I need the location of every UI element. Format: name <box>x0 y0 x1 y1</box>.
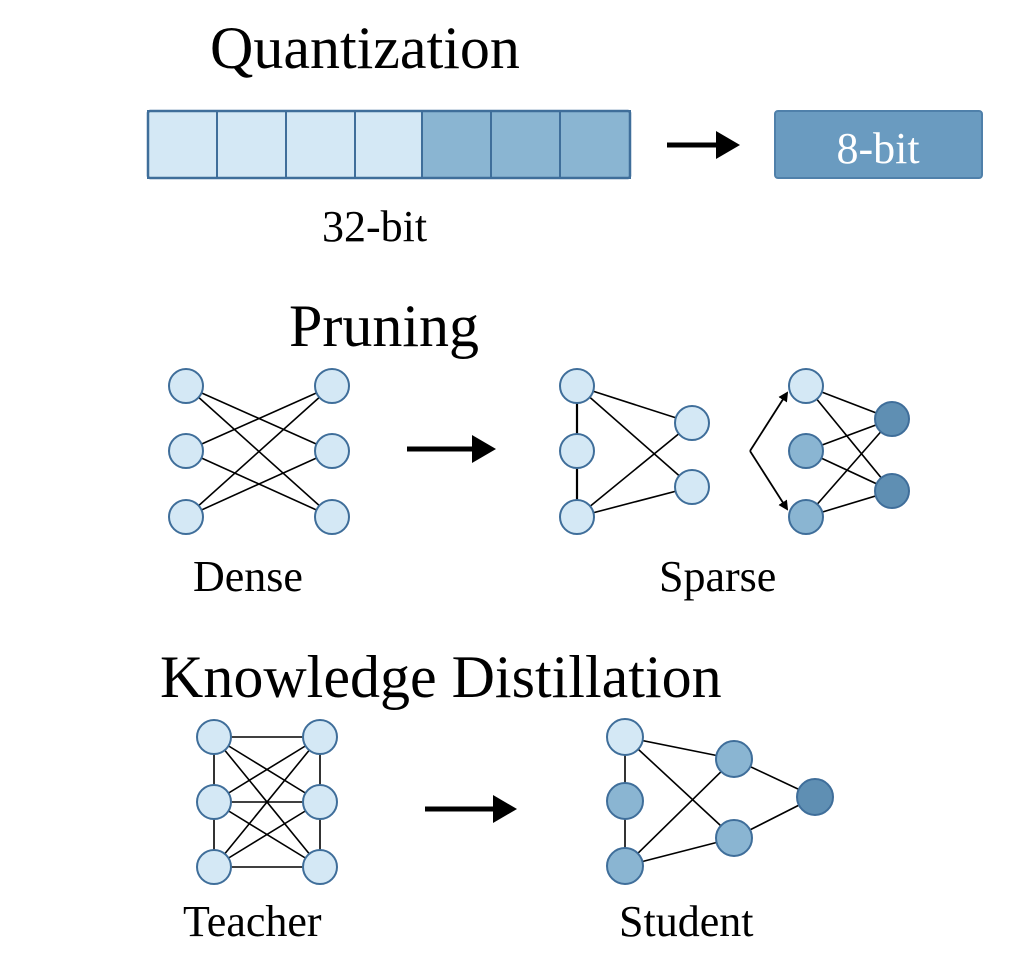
teacher-right-node-1 <box>302 719 338 755</box>
dense-edge-5 <box>185 385 333 518</box>
teacher-label: Teacher <box>183 897 322 946</box>
sparse1-input-node-2 <box>559 433 595 469</box>
student-label: Student <box>619 897 754 946</box>
sparse1-edge-4 <box>576 486 693 518</box>
8-bit-label: 8-bit <box>836 124 919 173</box>
arrows <box>407 131 740 823</box>
student-hidden-node-2 <box>715 819 753 857</box>
student-edge-2 <box>624 736 735 839</box>
teacher-edge-7 <box>213 736 321 868</box>
bit-cell-5 <box>421 110 492 179</box>
bit-cell-4 <box>354 110 425 179</box>
8-bit-box-rect <box>774 110 983 179</box>
teacher-left-node-2 <box>196 784 232 820</box>
sparse2-output-node-2 <box>874 473 910 509</box>
sparse1-edge-2 <box>576 385 693 488</box>
teacher-left-node-1 <box>196 719 232 755</box>
distillation-arrow-head <box>493 795 517 823</box>
dense-input-node-2 <box>168 433 204 469</box>
network-edges <box>185 385 893 868</box>
bit-cell-7 <box>559 110 631 179</box>
sparse1-output-node-2 <box>674 469 710 505</box>
dense-edge-3 <box>185 385 333 452</box>
register-outline <box>146 109 632 180</box>
sparse1-input-node-3 <box>559 499 595 535</box>
student-input-node-2 <box>606 782 644 820</box>
student-output-node <box>796 778 834 816</box>
network-nodes <box>168 368 910 885</box>
dense-label: Dense <box>193 552 303 601</box>
sparse1-edge-1 <box>576 385 693 424</box>
teacher-left-node-3 <box>196 849 232 885</box>
8-bit-box: 8-bit <box>774 110 983 179</box>
branch-arrow-down <box>749 450 789 511</box>
student-hidden-node-1 <box>715 740 753 778</box>
sparse-label: Sparse <box>659 552 777 601</box>
branch-arrow-up <box>749 391 789 452</box>
sparse2-output-node-1 <box>874 401 910 437</box>
sparse2-edge-5 <box>805 418 893 518</box>
distillation-title: Knowledge Distillation <box>160 644 722 710</box>
bit-cell-3 <box>285 110 356 179</box>
quantization-title: Quantization <box>210 15 520 81</box>
sparse2-input-node-3 <box>788 499 824 535</box>
teacher-right-node-2 <box>302 784 338 820</box>
bit-cell-6 <box>490 110 561 179</box>
bit-cell-2 <box>216 110 287 179</box>
teacher-edge-8 <box>213 801 321 868</box>
sparse2-input-node-1 <box>788 368 824 404</box>
sparse2-edge-2 <box>805 385 893 492</box>
sparse1-edge-3 <box>576 422 693 518</box>
dense-edge-6 <box>185 450 333 518</box>
sparse2-input-node-2 <box>788 433 824 469</box>
student-input-node-1 <box>606 718 644 756</box>
dense-output-node-1 <box>314 368 350 404</box>
student-edge-3 <box>624 758 735 867</box>
pruning-arrow-head <box>472 435 496 463</box>
sparse1-input-node-1 <box>559 368 595 404</box>
teacher-right-node-3 <box>302 849 338 885</box>
student-input-node-3 <box>606 847 644 885</box>
dense-input-node-1 <box>168 368 204 404</box>
quantization-arrow-head <box>716 131 740 159</box>
pruning-title: Pruning <box>289 293 480 359</box>
dense-output-node-3 <box>314 499 350 535</box>
teacher-edge-4 <box>213 736 321 803</box>
sparse1-output-node-1 <box>674 405 710 441</box>
32-bit-label: 32-bit <box>322 202 428 251</box>
dense-output-node-2 <box>314 433 350 469</box>
32-bit-register <box>146 109 632 180</box>
dense-input-node-3 <box>168 499 204 535</box>
bit-cell-1 <box>147 110 218 179</box>
